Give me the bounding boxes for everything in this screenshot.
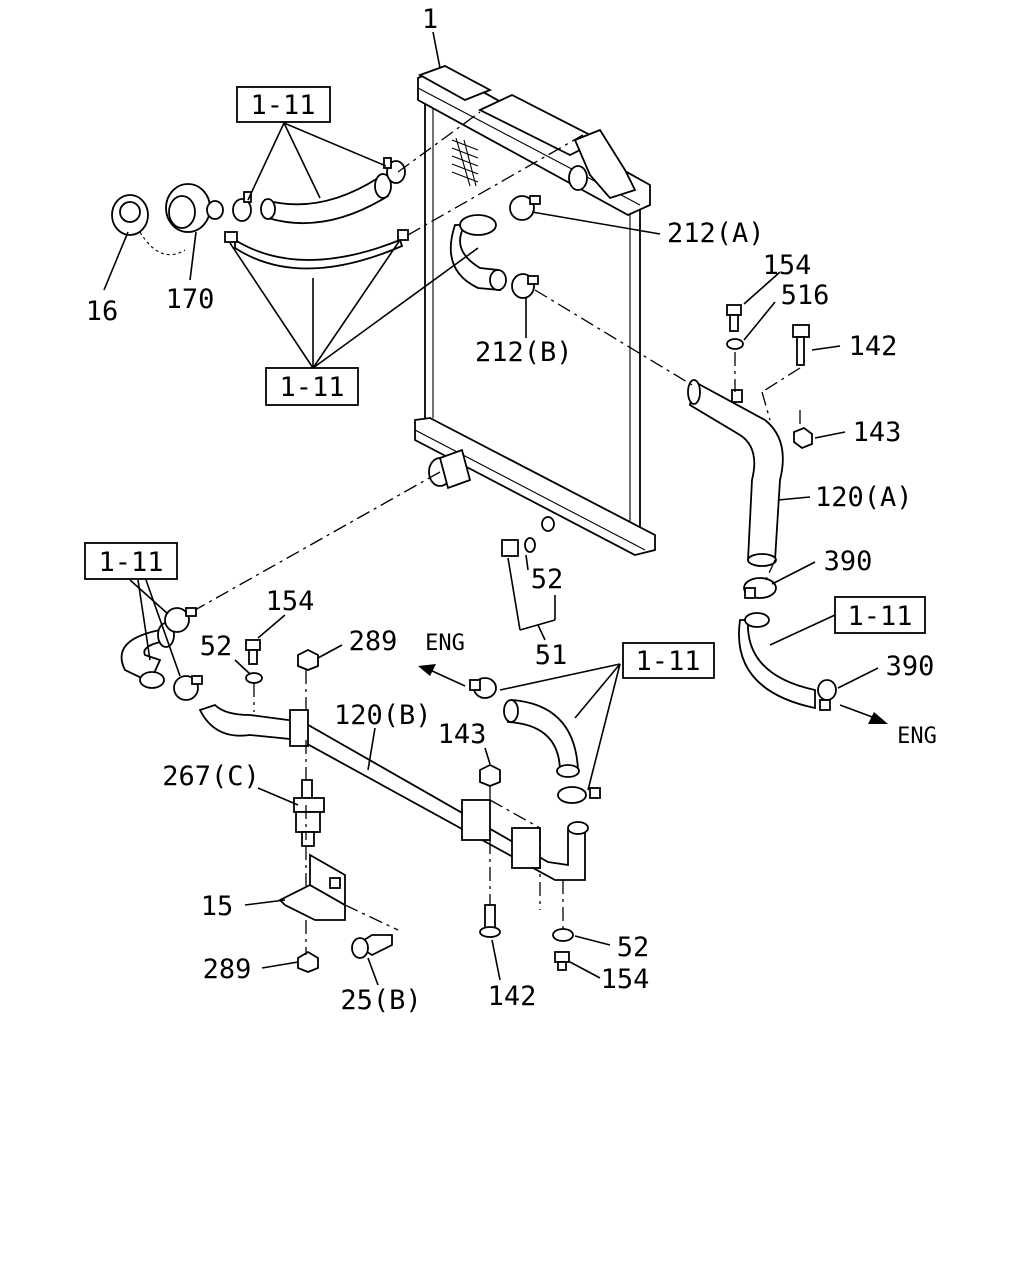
ref-box-left: 1-11 (84, 542, 178, 580)
nut-143-right (793, 426, 813, 450)
label-267c: 267(C) (162, 761, 260, 792)
label-143-right: 143 (853, 417, 902, 448)
filler-neck-170 (165, 183, 224, 233)
radiator-cap-16 (111, 194, 186, 256)
leader-lines (103, 31, 879, 986)
label-52-bottom: 52 (617, 932, 650, 963)
label-52-mid: 52 (531, 564, 564, 595)
bracket-15 (278, 853, 346, 921)
mount-267c (293, 779, 325, 847)
pipe-120b (198, 703, 589, 881)
eng-arrow-left (418, 664, 466, 687)
eng-arrow-right (839, 704, 888, 724)
label-289-bottom: 289 (203, 954, 252, 985)
label-143-mid: 143 (438, 719, 487, 750)
bolt-154-left (245, 639, 261, 665)
label-16: 16 (86, 296, 119, 327)
ref-box-right: 1-11 (834, 596, 926, 634)
label-516: 516 (781, 280, 830, 311)
hose-212 (449, 214, 507, 291)
radiator (414, 65, 656, 556)
label-154-bottom: 154 (601, 964, 650, 995)
nut-289-bottom (297, 950, 319, 973)
upper-hose (260, 173, 392, 225)
clamp-212b (511, 273, 539, 299)
label-289-top: 289 (349, 626, 398, 657)
label-390-bottom: 390 (886, 651, 935, 682)
label-120b: 120(B) (334, 700, 432, 731)
label-25b: 25(B) (340, 985, 421, 1016)
overflow-hose (224, 229, 409, 270)
ref-box-top-left: 1-11 (236, 86, 331, 123)
part-labels: 1 16 170 212(A) 212(B) 154 516 142 143 1… (86, 4, 937, 1016)
label-1: 1 (422, 4, 438, 35)
nut-143-mid (479, 763, 501, 787)
label-154-left: 154 (266, 586, 315, 617)
label-170: 170 (166, 284, 215, 315)
label-212b: 212(B) (475, 337, 573, 368)
center-lines (194, 111, 801, 955)
clamp-390-top (743, 577, 777, 599)
label-212a: 212(A) (667, 218, 765, 249)
clamp-212a (509, 195, 541, 221)
ref-left-text: 1-11 (98, 547, 163, 578)
bolt-142-bottom (479, 904, 501, 938)
label-390-top: 390 (824, 546, 873, 577)
label-51: 51 (535, 640, 568, 671)
nut-289-top (297, 648, 319, 671)
washer-516 (726, 338, 744, 350)
lower-hose-left (120, 622, 175, 689)
ref-right-text: 1-11 (847, 601, 912, 632)
clamp-390-bottom (817, 679, 837, 711)
ref-mid-left-text: 1-11 (279, 372, 344, 403)
bolt-154-bottom (554, 951, 570, 971)
bolt-154-top (726, 304, 742, 332)
core-mesh (451, 137, 479, 187)
hose-bottom-center (503, 699, 580, 778)
bolt-25b (351, 934, 393, 959)
label-52-left: 52 (200, 631, 233, 662)
hose-right-lower (738, 612, 816, 710)
pipe-120a (687, 379, 784, 567)
upper-hose-clamps (232, 157, 406, 222)
washer-52-left (245, 672, 263, 684)
ref-bottom-center-text: 1-11 (635, 646, 700, 677)
ref-box-mid-left: 1-11 (265, 367, 359, 406)
ref-box-bottom-center: 1-11 (622, 642, 715, 679)
clamps-bottom-center (469, 677, 601, 804)
label-142-top: 142 (849, 331, 898, 362)
label-154-top: 154 (763, 250, 812, 281)
label-eng-left: ENG (425, 631, 465, 656)
bolt-142-top (792, 324, 810, 366)
washer-52-bottom (552, 928, 574, 942)
drain-cock-51 (501, 537, 536, 557)
label-eng-right: ENG (897, 724, 937, 749)
label-120a: 120(A) (815, 482, 913, 513)
ref-top-left-text: 1-11 (250, 90, 315, 121)
left-hose-clamps (164, 607, 203, 701)
label-15: 15 (201, 891, 234, 922)
label-142-bottom: 142 (488, 981, 537, 1012)
